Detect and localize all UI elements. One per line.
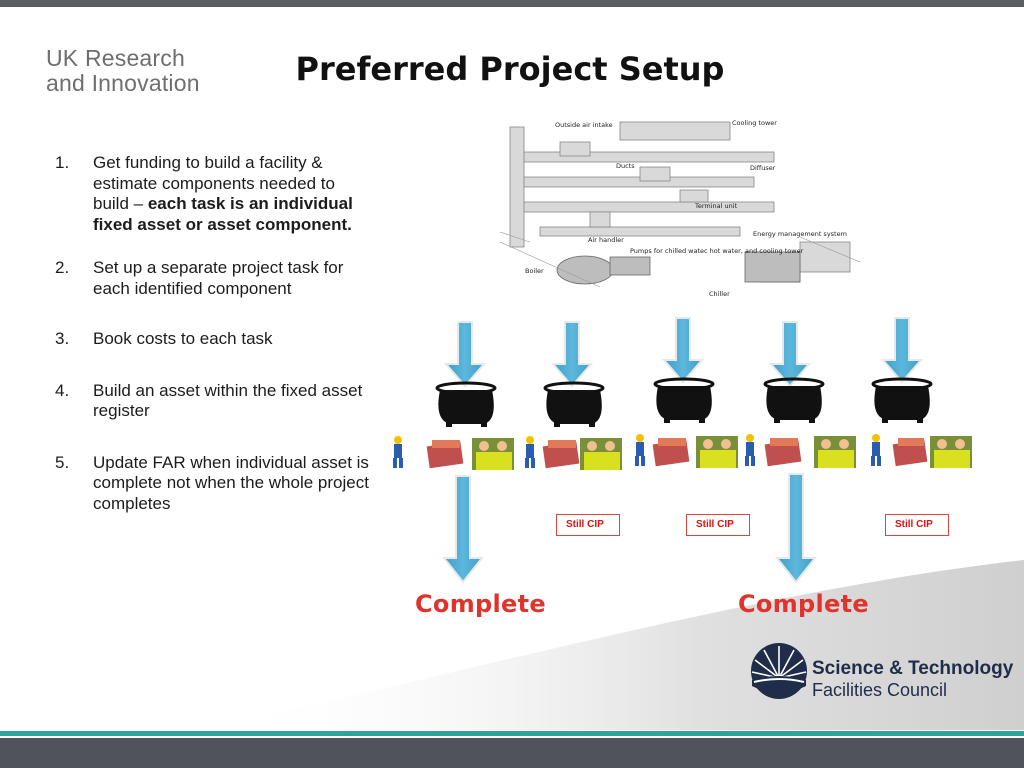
down-arrow-2 [550,321,594,388]
down-arrow-5 [880,317,924,384]
bottom-bar [0,738,1024,768]
label-air-handler: Air handler [588,236,624,244]
step-number: 4. [55,380,70,400]
label-chiller: Chiller [709,290,730,298]
ukri-logo-line1: UK Research [46,45,185,71]
complete-arrow-2 [774,473,818,584]
footer-accent-line [0,731,1024,736]
label-diffuser: Diffuser [750,164,776,172]
step-text: Book costs to each task [93,329,273,348]
step-2: 2. Set up a separate project task for ea… [55,258,375,299]
step-text: Update FAR when individual asset is comp… [93,452,369,513]
steps-list: 1. Get funding to build a facility & est… [55,153,375,514]
step-1: 1. Get funding to build a facility & est… [55,153,375,235]
cauldron-icon [435,381,497,427]
stfc-logo: Science & Technology Facilities Council [750,642,1014,702]
label-terminal-unit: Terminal unit [694,202,738,210]
step-number: 1. [55,153,70,172]
label-outside-air: Outside air intake [555,121,613,129]
label-pumps: Pumps for chilled watec hot water, and c… [630,247,804,255]
cauldron-icon [763,377,825,423]
status-badge-still-cip: Still CIP [556,514,620,536]
workers-group-4 [745,434,856,468]
step-text: Build an asset within the fixed asset re… [93,380,363,421]
label-cooling-tower: Cooling tower [732,119,777,127]
step-text: Set up a separate project task for each … [93,258,344,298]
top-bar [0,0,1024,7]
background-swoosh [220,560,1024,730]
step-text: Get funding to build a facility & estima… [93,153,335,213]
workers-group-2 [525,436,622,470]
step-4: 4. Build an asset within the fixed asset… [55,381,375,422]
complete-arrow-1 [441,475,485,584]
ukri-logo: UK Research and Innovation [46,46,200,96]
stfc-sunburst-icon [751,643,807,699]
down-arrow-3 [661,317,705,384]
ukri-logo-line2: and Innovation [46,70,200,96]
step-number: 5. [55,452,70,472]
label-boiler: Boiler [525,267,544,275]
step-3: 3. Book costs to each task [55,329,375,350]
down-arrow-4 [768,321,812,388]
workers-group-5 [871,434,972,468]
stfc-logo-line2: Facilities Council [812,680,948,700]
status-badge-still-cip: Still CIP [686,514,750,536]
workers-group-3 [635,434,738,468]
step-bold-text: each task is an individual fixed asset o… [93,194,353,234]
label-energy-management: Energy management system [753,230,847,238]
down-arrow-1 [443,321,487,388]
cauldron-icon [653,377,715,423]
complete-label: Complete [415,590,546,618]
complete-label: Complete [738,590,869,618]
label-ducts: Ducts [616,162,635,170]
step-5: 5. Update FAR when individual asset is c… [55,453,375,515]
cauldron-icon [871,377,933,423]
status-badge-still-cip: Still CIP [885,514,949,536]
step-number: 3. [55,329,70,348]
step-number: 2. [55,258,70,277]
slide-title: Preferred Project Setup [295,50,725,88]
hvac-system-illustration: Outside air intake Cooling tower Ducts D… [500,119,860,298]
workers-group-1 [393,436,514,470]
cauldron-icon [543,381,605,427]
stfc-logo-line1: Science & Technology [812,658,1014,679]
